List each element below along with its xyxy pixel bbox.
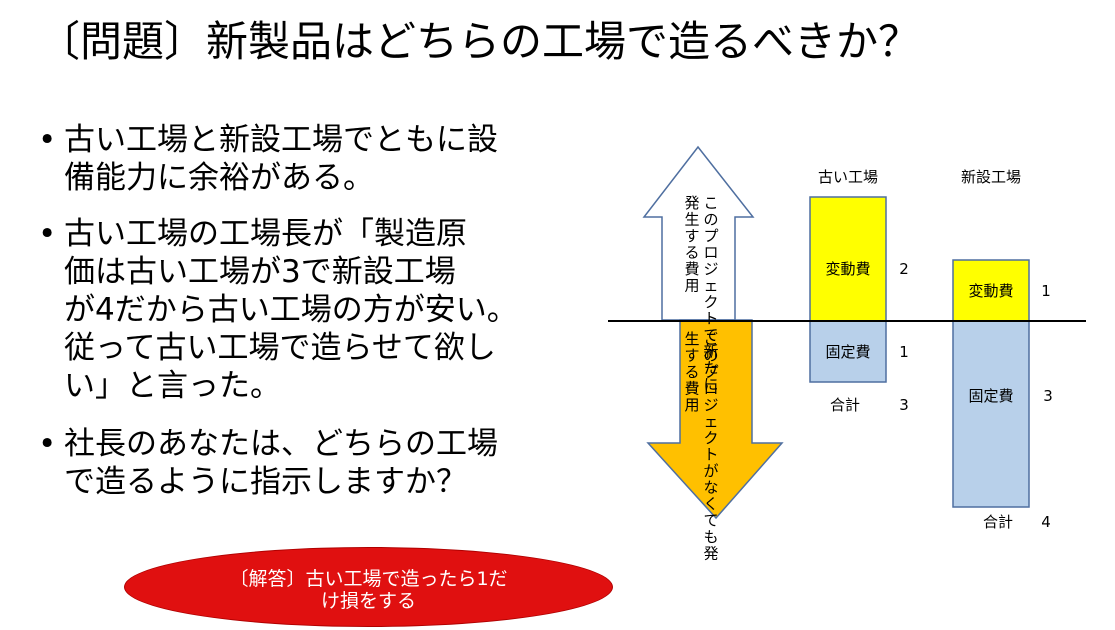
down-arrow-text-char: の (703, 347, 718, 365)
old-factory-header: 古い工場 (818, 168, 878, 186)
up-arrow-text-char: ジ (703, 260, 718, 278)
down-arrow-text-char: て (703, 512, 718, 530)
down-arrow-text-char: 発 (703, 545, 718, 563)
old-factory-variable-value: 2 (899, 260, 909, 278)
up-arrow-text-char: た (703, 359, 718, 377)
down-arrow-text-char: 費 (684, 380, 699, 398)
down-arrow-text-char: 生 (684, 330, 699, 348)
bullet-line: 価は古い工場が3で新設工場 (64, 254, 456, 290)
down-arrow-text-char: く (703, 495, 718, 513)
down-arrow-text-char: も (703, 528, 718, 546)
bullet-line: が4だから古い工場の方が安い。 (64, 292, 518, 328)
up-arrow-text-char: こ (703, 194, 718, 212)
up-arrow-text-char: に (703, 376, 718, 394)
up-arrow-text-char: 発 (684, 194, 699, 212)
bullet-line: 古い工場の工場長が「製造原 (64, 216, 467, 252)
page-title: 〔問題〕新製品はどちらの工場で造るべきか？ (38, 17, 921, 66)
old-factory-fixed-box (809, 320, 887, 383)
down-arrow-text-char: ク (703, 429, 718, 447)
up-arrow-text-char: す (684, 227, 699, 245)
old-factory-variable-label: 変動費 (825, 260, 870, 278)
down-arrow-text-char: 用 (684, 396, 699, 414)
up-arrow-text-char: 生 (684, 211, 699, 229)
new-factory-variable-label: 変動費 (968, 282, 1013, 300)
up-arrow-text-char: る (684, 244, 699, 262)
down-arrow-text-char: ジ (703, 396, 718, 414)
down-arrow-text-char: ェ (703, 413, 718, 431)
down-arrow-text-char: プ (703, 363, 718, 381)
new-factory-fixed-value: 3 (1043, 387, 1053, 405)
old-factory-total-label: 合計 (830, 396, 860, 414)
new-factory-header: 新設工場 (961, 168, 1021, 186)
bullet-line: 備能力に余裕がある。 (64, 160, 374, 196)
up-arrow-text-char: ト (703, 310, 718, 328)
bullet-line: 社長のあなたは、どちらの工場 (64, 426, 498, 462)
new-factory-variable-box (952, 259, 1030, 322)
old-factory-fixed-value: 1 (899, 343, 909, 361)
new-factory-fixed-label: 固定費 (968, 387, 1013, 405)
down-arrow-text-char: す (684, 347, 699, 365)
up-arrow-text-char: 費 (684, 260, 699, 278)
new-factory-fixed-box (952, 320, 1030, 508)
bullet-marker: • (38, 122, 57, 158)
answer-line: 〔解答〕古い工場で造ったら1だ (229, 568, 508, 590)
down-arrow-text-char: こ (703, 330, 718, 348)
up-arrow-text-char: プ (703, 227, 718, 245)
up-arrow-text-char: ク (703, 293, 718, 311)
down-arrow-text-char: な (703, 479, 718, 497)
down-arrow-text-char: ロ (703, 380, 718, 398)
down-arrow-text-char: が (703, 462, 718, 480)
up-arrow-text-char: ロ (703, 244, 718, 262)
new-factory-total-label: 合計 (983, 513, 1013, 531)
up-arrow-text-char: の (703, 211, 718, 229)
bullet-marker: • (38, 216, 57, 252)
bullet-line: で造るように指示しますか？ (64, 464, 467, 500)
down-arrow (646, 319, 784, 520)
answer-ellipse: 〔解答〕古い工場で造ったら1だ け損をする (124, 547, 613, 627)
new-factory-variable-value: 1 (1041, 282, 1051, 300)
old-factory-fixed-label: 固定費 (825, 343, 870, 361)
bullet-line: い」と言った。 (64, 368, 281, 404)
down-arrow-text-char: ト (703, 446, 718, 464)
up-arrow-text-char: で (703, 326, 718, 344)
old-factory-variable-box (809, 196, 887, 322)
new-factory-total-value: 4 (1041, 513, 1051, 531)
up-arrow-text-char: 新 (703, 343, 718, 361)
bullet-line: 従って古い工場で造らせて欲し (64, 330, 496, 366)
bullet-marker: • (38, 426, 57, 462)
answer-line: け損をする (320, 590, 416, 612)
down-arrow-text-char: る (684, 363, 699, 381)
up-arrow-text-char: 用 (684, 277, 699, 295)
old-factory-total-value: 3 (899, 396, 909, 414)
bullet-line: 古い工場と新設工場でともに設 (64, 122, 498, 158)
up-arrow-text-char: ェ (703, 277, 718, 295)
